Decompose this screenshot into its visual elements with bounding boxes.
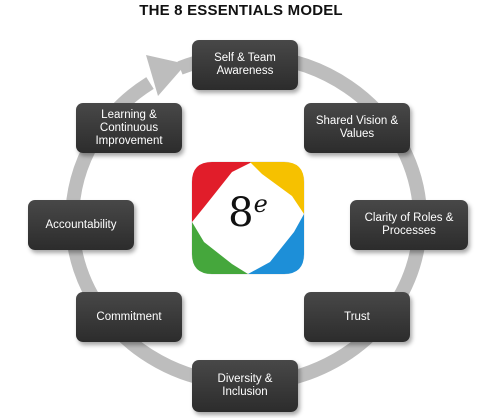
node-accountability: Accountability [28,200,134,250]
node-clarity-of-roles-processes: Clarity of Roles & Processes [350,200,468,250]
logo-8e [191,161,305,275]
node-self-team-awareness: Self & Team Awareness [192,40,298,90]
node-shared-vision-values: Shared Vision & Values [304,103,410,153]
logo-number: 8 [228,190,254,236]
node-diversity-inclusion: Diversity & Inclusion [192,360,298,412]
node-trust: Trust [304,292,410,342]
diagram-title: THE 8 ESSENTIALS MODEL [139,2,343,19]
node-commitment: Commitment [76,292,182,342]
logo-8e-text: 8e [218,190,278,236]
cycle-arrowhead [146,55,186,96]
logo-superscript: e [253,190,268,218]
node-learning-continuous-improvement: Learning & Continuous Improvement [76,103,182,153]
